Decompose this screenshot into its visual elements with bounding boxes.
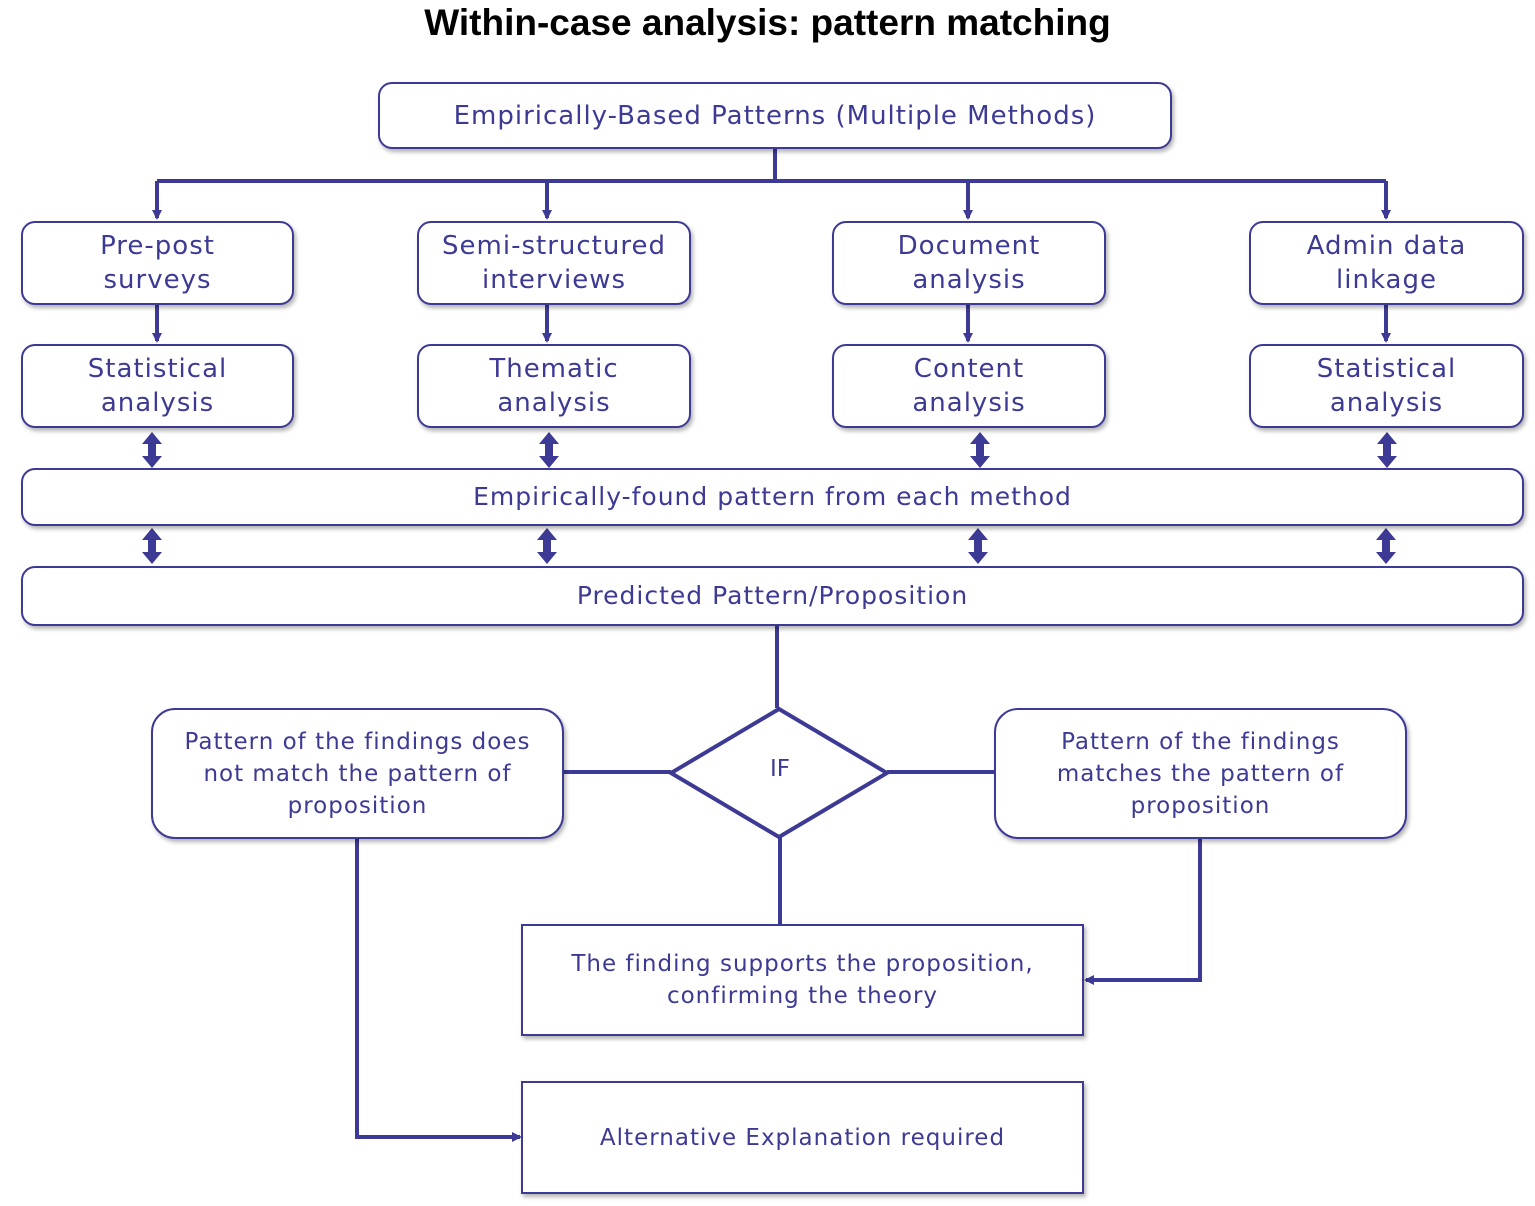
- diagram-title: Within-case analysis: pattern matching: [424, 2, 1111, 43]
- no-match-box: Pattern of the findings does not match t…: [151, 708, 564, 839]
- empirically-found-pattern-bar: Empirically-found pattern from each meth…: [21, 468, 1524, 526]
- match-label-line1: Pattern of the findings: [1061, 728, 1340, 755]
- analysis-label-line1: Statistical: [1316, 354, 1457, 384]
- method-label-line1: Pre-post: [100, 231, 215, 261]
- empirically-found-pattern-label: Empirically-found pattern from each meth…: [473, 482, 1072, 511]
- analysis-box-statistical: Statistical analysis: [21, 344, 294, 428]
- method-label-line1: Document: [897, 231, 1041, 261]
- decision-label: IF: [769, 756, 790, 782]
- analysis-label-line1: Content: [913, 354, 1025, 384]
- double-arrow-icon: [1376, 528, 1396, 564]
- alternative-explanation-label: Alternative Explanation required: [599, 1124, 1006, 1151]
- double-arrow-icon: [968, 528, 988, 564]
- arrow-match-to-supports: [1084, 838, 1202, 985]
- analysis-label-line2: analysis: [912, 388, 1026, 418]
- arrow-no-match-to-alternative: [355, 838, 522, 1142]
- match-label-line2: matches the pattern of: [1056, 760, 1345, 787]
- analysis-label-line1: Thematic: [489, 354, 619, 384]
- analysis-label-line1: Statistical: [87, 354, 228, 384]
- double-arrow-icon: [1377, 432, 1397, 468]
- alternative-explanation-box: Alternative Explanation required: [521, 1081, 1084, 1194]
- double-arrow-icon: [537, 528, 557, 564]
- method-label-line2: interviews: [482, 265, 626, 295]
- supports-label-line1: The finding supports the proposition,: [571, 951, 1034, 977]
- method-label-line2: linkage: [1336, 265, 1437, 295]
- analysis-box-statistical-admin: Statistical analysis: [1249, 344, 1524, 428]
- method-label-line2: surveys: [103, 265, 212, 295]
- method-label-line1: Semi-structured: [442, 231, 666, 261]
- method-label-line1: Admin data: [1306, 231, 1467, 261]
- predicted-pattern-label: Predicted Pattern/Proposition: [576, 581, 969, 610]
- no-match-label-line2: not match the pattern of: [203, 760, 512, 787]
- analysis-box-thematic: Thematic analysis: [417, 344, 691, 428]
- method-box-admin-data-linkage: Admin data linkage: [1249, 221, 1524, 305]
- predicted-pattern-bar: Predicted Pattern/Proposition: [21, 566, 1524, 626]
- analysis-label-line2: analysis: [497, 388, 611, 418]
- analysis-label-line2: analysis: [1329, 388, 1444, 418]
- decision-diamond: [667, 706, 891, 840]
- method-box-pre-post-surveys: Pre-post surveys: [21, 221, 294, 305]
- double-arrow-icon: [539, 432, 559, 468]
- supports-proposition-box: The finding supports the proposition, co…: [521, 924, 1084, 1036]
- match-box: Pattern of the findings matches the patt…: [994, 708, 1407, 839]
- method-label-line2: analysis: [912, 265, 1026, 295]
- method-box-document-analysis: Document analysis: [832, 221, 1106, 305]
- double-arrows-row-2: [142, 528, 1396, 564]
- analysis-label-line2: analysis: [100, 388, 215, 418]
- method-box-semi-structured-interviews: Semi-structured interviews: [417, 221, 691, 305]
- no-match-label-line1: Pattern of the findings does: [184, 728, 531, 755]
- supports-label-line2: confirming the theory: [666, 983, 939, 1009]
- no-match-label-line3: proposition: [287, 792, 428, 819]
- double-arrow-icon: [142, 432, 162, 468]
- double-arrow-icon: [142, 528, 162, 564]
- double-arrows-row-1: [142, 432, 1397, 468]
- analysis-box-content: Content analysis: [832, 344, 1106, 428]
- match-label-line3: proposition: [1130, 792, 1271, 819]
- empirically-based-patterns-box: Empirically-Based Patterns (Multiple Met…: [378, 82, 1172, 149]
- double-arrow-icon: [970, 432, 990, 468]
- empirically-based-patterns-label: Empirically-Based Patterns (Multiple Met…: [453, 100, 1097, 131]
